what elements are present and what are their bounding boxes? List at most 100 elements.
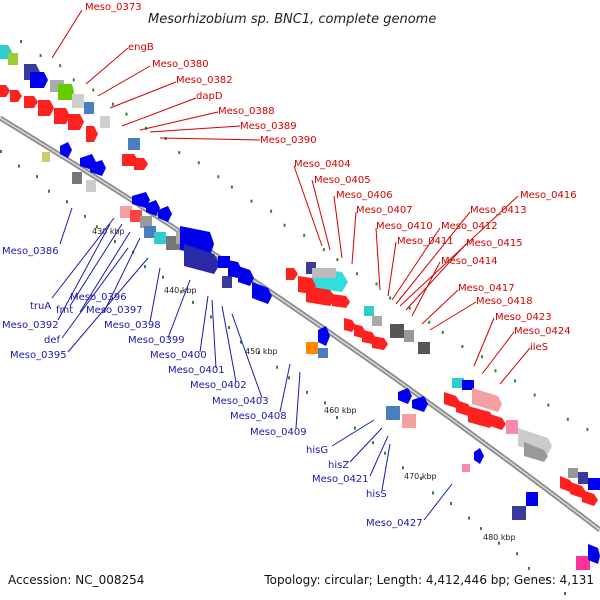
feature-dot [564, 592, 566, 595]
feature-dot [18, 164, 20, 168]
gene-label: Meso_0406 [336, 190, 393, 201]
reverse-genes-track [42, 142, 538, 520]
feature-dot [111, 102, 114, 106]
gene-label: Meso_0411 [397, 236, 454, 247]
gene-label: Meso_0389 [240, 121, 297, 132]
gene-label: Meso_0382 [176, 75, 233, 86]
gene-label: Meso_0418 [476, 296, 533, 307]
feature-dot [546, 577, 548, 581]
feature-dot [336, 258, 339, 262]
gene-label: Meso_0401 [168, 365, 225, 376]
gene-label: Meso_0373 [85, 2, 142, 13]
feature-dot-markers [0, 40, 589, 595]
bottom-gene-labels: Meso_0386 truA Meso_0396 fmt Meso_0397 M… [2, 246, 423, 529]
feature-dot [468, 516, 470, 520]
feature-dot [528, 566, 530, 570]
gene-label: dapD [196, 91, 223, 102]
gene-label: Meso_0413 [470, 205, 527, 216]
gene-label: Meso_0405 [314, 175, 371, 186]
genome-summary: Topology: circular; Length: 4,412,446 bp… [264, 573, 594, 587]
feature-dot [432, 491, 434, 495]
feature-dot [441, 330, 444, 334]
feature-dot [210, 315, 212, 319]
feature-dot [428, 320, 431, 324]
feature-dot [162, 275, 164, 279]
gene-label: Meso_0412 [441, 221, 498, 232]
gene-label: hisG [306, 445, 328, 456]
gene-label: truA [30, 301, 51, 312]
feature-dot [276, 365, 278, 369]
gene-label: Meso_0423 [495, 312, 552, 323]
feature-dot [408, 306, 411, 310]
feature-dot [461, 345, 464, 348]
gene-label: Meso_0392 [2, 320, 59, 331]
gene-label: Meso_0398 [104, 320, 161, 331]
feature-dot [180, 290, 182, 294]
gene-label: Meso_0390 [260, 135, 317, 146]
gene-label: Meso_0403 [212, 396, 269, 407]
tick-label: 440 kbp [164, 286, 197, 295]
feature-dot [270, 209, 273, 213]
gene-label: hisS [366, 489, 387, 500]
top-label-leaders [51, 9, 531, 385]
tick-label: 480 kbp [483, 533, 516, 542]
gene-label: Meso_0408 [230, 411, 287, 422]
gene-label: Meso_0414 [441, 256, 498, 267]
feature-dot [306, 390, 308, 394]
feature-dot [480, 527, 482, 531]
gene-label: Meso_0404 [294, 159, 351, 170]
gene-label: Meso_0427 [366, 518, 423, 529]
gene-label: Meso_0417 [458, 283, 515, 294]
map-title: Mesorhizobium sp. BNC1, complete genome [148, 12, 436, 27]
gene-label: Meso_0409 [250, 427, 307, 438]
feature-dot [533, 393, 536, 397]
feature-dot [114, 240, 116, 243]
feature-dot [66, 200, 68, 204]
gene-label: Meso_0397 [86, 305, 143, 316]
gene-label: fmt [56, 305, 73, 316]
feature-dot [389, 296, 392, 300]
gene-label: Meso_0410 [376, 221, 433, 232]
feature-dot [230, 185, 233, 189]
feature-dot [125, 112, 128, 116]
feature-dot [402, 466, 404, 470]
gene-label: Meso_0416 [520, 190, 577, 201]
feature-dot [36, 175, 38, 179]
tick-label: 430 kbp [92, 227, 125, 236]
feature-dot [217, 175, 220, 179]
gene-label: Meso_0407 [356, 205, 413, 216]
feature-dot [566, 417, 569, 421]
feature-dot [39, 54, 42, 58]
tick-label: 450 kbp [245, 347, 278, 356]
gene-label: Meso_0399 [128, 335, 185, 346]
gene-label: Meso_0421 [312, 474, 369, 485]
feature-dot [59, 64, 62, 68]
feature-dot [324, 401, 326, 405]
feature-dot [92, 88, 95, 92]
gene-label: Meso_0380 [152, 59, 209, 70]
feature-dot [72, 78, 75, 82]
feature-dot [481, 355, 483, 359]
gene-label: Meso_0415 [466, 238, 523, 249]
feature-dot [375, 282, 378, 286]
feature-dot [420, 476, 422, 480]
feature-dot [178, 151, 181, 155]
feature-dot [547, 403, 550, 407]
feature-dot [228, 326, 230, 329]
feature-dot [384, 451, 386, 455]
feature-dot [20, 40, 22, 43]
feature-dot [84, 214, 86, 218]
feature-dot [516, 552, 518, 556]
feature-dot [372, 441, 374, 445]
accession-label: Accession: NC_008254 [8, 573, 145, 587]
feature-dot [192, 300, 194, 304]
gene-label: Meso_0402 [190, 380, 247, 391]
feature-dot [197, 161, 200, 165]
forward-genes-track [0, 45, 600, 570]
feature-dot [586, 427, 589, 431]
feature-dot [250, 199, 253, 203]
gene-label: hisZ [328, 460, 349, 471]
feature-dot [336, 416, 338, 419]
feature-dot [354, 426, 356, 430]
